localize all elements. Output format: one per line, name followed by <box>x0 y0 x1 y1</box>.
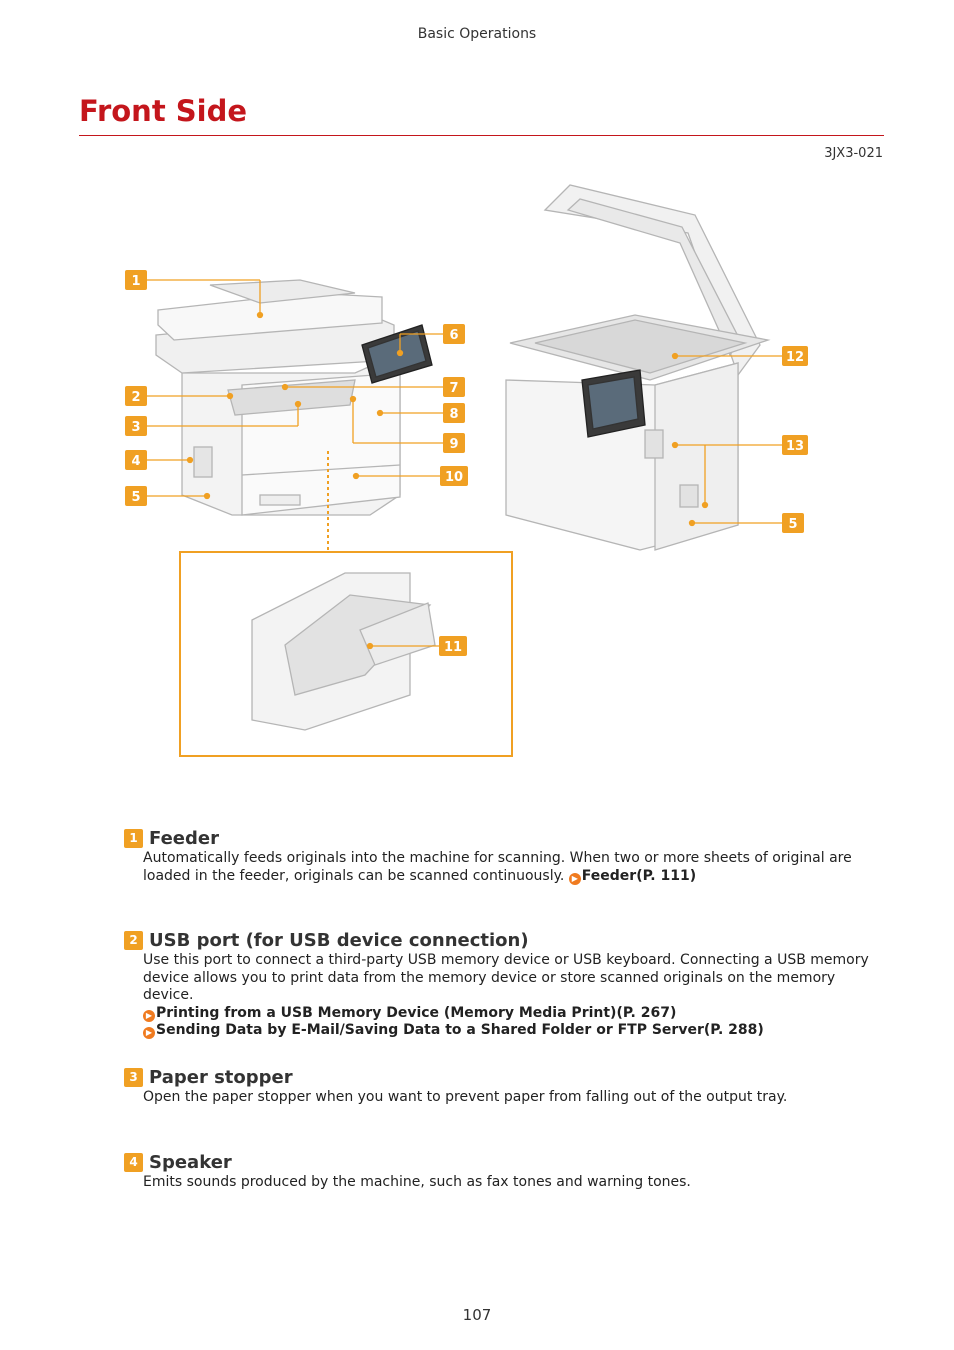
printer-illustration: 1 2 3 4 5 6 7 8 9 10 11 12 13 5 <box>125 184 808 757</box>
section-number-badge: 4 <box>124 1152 143 1172</box>
section-title: Feeder <box>149 827 219 849</box>
callout-6: 6 <box>449 328 458 343</box>
page-number: 107 <box>462 1306 492 1324</box>
section-title: Paper stopper <box>149 1066 293 1088</box>
section-title: USB port (for USB device connection) <box>149 929 529 951</box>
section-body: Emits sounds produced by the machine, su… <box>143 1174 691 1190</box>
inset-frame <box>179 551 513 757</box>
page-title: Front Side <box>79 94 248 128</box>
section-number-badge: 1 <box>124 828 143 848</box>
link-arrow-icon: ▶ <box>143 1027 155 1039</box>
callout-4: 4 <box>131 454 140 469</box>
document-id: 3JX3-021 <box>824 146 883 161</box>
link-feeder[interactable]: Feeder(P. 111) <box>581 867 697 884</box>
section-body: Use this port to connect a third-party U… <box>143 952 869 1003</box>
section-usb-port: 2 USB port (for USB device connection) U… <box>124 928 884 1040</box>
running-header: Basic Operations <box>417 26 537 42</box>
section-number-badge: 2 <box>124 930 143 950</box>
section-feeder: 1 Feeder Automatically feeds originals i… <box>124 826 884 885</box>
link-arrow-icon: ▶ <box>568 872 581 885</box>
callout-8: 8 <box>449 407 458 422</box>
link-send-data[interactable]: Sending Data by E-Mail/Saving Data to a … <box>156 1022 764 1038</box>
callout-1: 1 <box>131 274 140 289</box>
callout-2: 2 <box>131 390 140 405</box>
link-arrow-icon: ▶ <box>143 1009 155 1022</box>
callout-12: 12 <box>786 350 804 365</box>
callout-13: 13 <box>786 439 804 454</box>
callout-3: 3 <box>131 420 140 435</box>
section-speaker: 4 Speaker Emits sounds produced by the m… <box>124 1150 884 1192</box>
callout-5: 5 <box>131 490 140 505</box>
callout-11: 11 <box>444 640 462 655</box>
printer-front-view <box>155 279 433 516</box>
callout-10: 10 <box>445 470 463 485</box>
section-number-badge: 3 <box>124 1067 143 1087</box>
link-usb-print[interactable]: Printing from a USB Memory Device (Memor… <box>156 1004 677 1021</box>
callout-7: 7 <box>449 381 458 396</box>
section-paper-stopper: 3 Paper stopper Open the paper stopper w… <box>124 1065 884 1107</box>
printer-lid-open-view <box>505 184 771 551</box>
section-body: Open the paper stopper when you want to … <box>143 1089 788 1105</box>
callout-9: 9 <box>449 437 458 452</box>
callout-5-right: 5 <box>788 517 797 532</box>
section-title: Speaker <box>149 1151 232 1173</box>
title-rule <box>79 135 884 136</box>
multipurpose-tray-view <box>251 572 436 731</box>
section-body: Automatically feeds originals into the m… <box>143 850 852 884</box>
